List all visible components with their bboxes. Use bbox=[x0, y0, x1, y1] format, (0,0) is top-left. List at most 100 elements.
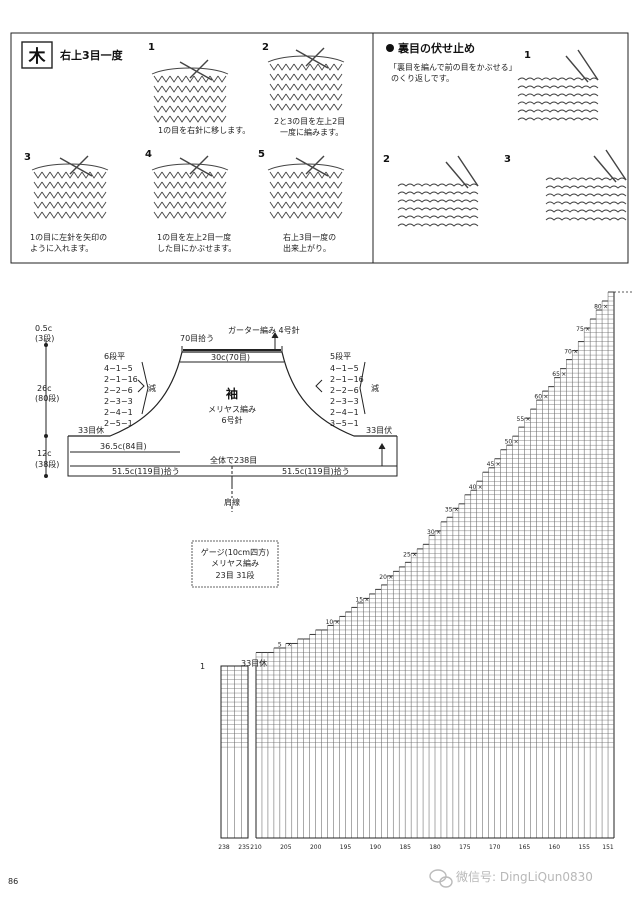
step-number: 1 bbox=[148, 42, 155, 53]
column-label: 185 bbox=[399, 844, 411, 851]
step-caption: 1の目を左上2目一度 bbox=[157, 232, 231, 242]
decrease-mark: × bbox=[573, 349, 578, 356]
step-number: 3 bbox=[24, 152, 31, 163]
chart-strip-border bbox=[220, 665, 249, 839]
svg-text:2−1−16: 2−1−16 bbox=[330, 375, 364, 384]
row-label: 15 bbox=[355, 596, 363, 603]
decrease-mark: × bbox=[585, 326, 590, 333]
column-label: 195 bbox=[340, 844, 352, 851]
k3tog-title: 右上3目一度 bbox=[59, 48, 124, 62]
top-pickup-label: 70目拾う bbox=[180, 333, 214, 343]
step-number: 1 bbox=[524, 50, 531, 61]
wechat-icon bbox=[429, 869, 453, 888]
page-number: 86 bbox=[8, 877, 18, 886]
needle-label: 6号針 bbox=[221, 415, 242, 425]
svg-text:2−4−1: 2−4−1 bbox=[104, 408, 133, 417]
knit-swatch-illustration bbox=[149, 155, 231, 227]
step-number: 2 bbox=[383, 154, 390, 165]
decrease-mark: × bbox=[561, 371, 566, 378]
step-caption: 出来上がり。 bbox=[283, 243, 331, 253]
row-label: 25 bbox=[403, 551, 411, 558]
decrease-mark: × bbox=[335, 619, 340, 626]
shoulder-line-label: 肩線 bbox=[224, 497, 240, 507]
left-decrease-table: 6段平 4−1−5 2−1−16 2−2−6 2−3−3 2−4−1 2−5−1… bbox=[104, 351, 156, 428]
step-number: 3 bbox=[504, 154, 511, 165]
bindoff-title: 裏目の伏せ止め bbox=[397, 41, 475, 55]
top-width-label: 30c(70目) bbox=[211, 353, 250, 362]
row-label: 20 bbox=[379, 574, 387, 581]
dim-label: (3段) bbox=[35, 333, 54, 343]
watermark: 微信号: DingLiQun0830 bbox=[429, 869, 593, 888]
svg-text:2−2−6: 2−2−6 bbox=[104, 386, 133, 395]
column-label: 151 bbox=[602, 844, 614, 851]
row-label: 50 bbox=[505, 439, 513, 446]
svg-text:4−1−5: 4−1−5 bbox=[330, 364, 359, 373]
decrease-mark: × bbox=[287, 641, 292, 648]
row-label: 30 bbox=[427, 529, 435, 536]
decrease-mark: × bbox=[496, 461, 501, 468]
bind-left-label: 33目休 bbox=[78, 425, 104, 435]
step-caption: した目にかぶせます。 bbox=[157, 244, 236, 253]
step-caption: 1の目を右針に移します。 bbox=[158, 125, 250, 135]
knit-swatch-illustration bbox=[265, 47, 347, 119]
technique-k3tog-right: 木 右上3目一度 1 1の目を右針に移します。 2 2と3の目を左上2目 一度に… bbox=[21, 41, 347, 253]
row-label: 80 bbox=[594, 304, 602, 311]
purl-swatch-illustration bbox=[545, 149, 627, 221]
row-label: 65 bbox=[552, 371, 560, 378]
bind-right-label: 33目伏 bbox=[366, 425, 392, 435]
column-label: 170 bbox=[489, 844, 501, 851]
knit-swatch-illustration bbox=[265, 155, 347, 227]
row-label: 5 bbox=[278, 641, 282, 648]
decrease-mark: × bbox=[412, 551, 417, 558]
column-label: 165 bbox=[519, 844, 531, 851]
fabric-label: メリヤス編み bbox=[208, 404, 256, 414]
column-label: 205 bbox=[280, 844, 292, 851]
decrease-mark: × bbox=[478, 484, 483, 491]
row-label: 40 bbox=[469, 484, 477, 491]
column-label: 200 bbox=[310, 844, 322, 851]
row-label: 35 bbox=[445, 506, 453, 513]
bindoff-desc: 「裏目を編んで前の目をかぶせる」 bbox=[389, 62, 517, 72]
step-caption: 一度に編みます。 bbox=[280, 127, 343, 137]
svg-text:2−2−6: 2−2−6 bbox=[330, 386, 359, 395]
column-label: 175 bbox=[459, 844, 471, 851]
decrease-mark: × bbox=[514, 439, 519, 446]
svg-text:4−1−5: 4−1−5 bbox=[104, 364, 133, 373]
column-label: 238 bbox=[218, 844, 230, 851]
dim-label: 12c bbox=[37, 449, 52, 458]
decrease-mark: × bbox=[526, 416, 531, 423]
sleeve-schematic bbox=[44, 332, 398, 512]
stitch-chart: 5×10×15×20×25×30×35×40×45×50×55×60×65×70… bbox=[218, 291, 632, 851]
decrease-mark: × bbox=[603, 304, 608, 311]
gauge-box: ゲージ(10cm四方) メリヤス編み 23目 31段 bbox=[191, 540, 279, 588]
technique-panel: 木 右上3目一度 1 1の目を右針に移します。 2 2と3の目を左上2目 一度に… bbox=[10, 32, 629, 264]
row-label: 70 bbox=[564, 349, 572, 356]
step-caption: ように入れます。 bbox=[30, 244, 93, 253]
pickup-right-label: 51.5c(119目)拾う bbox=[282, 466, 350, 476]
dim-label: (38段) bbox=[35, 459, 59, 469]
decrease-mark: × bbox=[436, 529, 441, 536]
svg-text:減: 減 bbox=[148, 383, 156, 393]
column-label: 210 bbox=[250, 844, 262, 851]
column-label: 180 bbox=[429, 844, 441, 851]
row-one-marker: 1 bbox=[200, 662, 205, 671]
bullet-icon bbox=[386, 44, 394, 52]
sleeve-schematic-labels: 0.5c (3段) 26c (80段) 12c (38段) 70目拾う ガーター… bbox=[35, 324, 392, 507]
svg-text:3−5−1: 3−5−1 bbox=[330, 419, 359, 428]
stitch-chart-labels: 1 33目休 bbox=[200, 658, 267, 671]
bindoff-desc: のくり返しです。 bbox=[391, 74, 454, 83]
step-caption: 2と3の目を左上2目 bbox=[274, 116, 345, 126]
row-label: 45 bbox=[487, 461, 495, 468]
row-label: 75 bbox=[576, 326, 584, 333]
row-label: 55 bbox=[517, 416, 525, 423]
technique-purl-bindoff: 裏目の伏せ止め 「裏目を編んで前の目をかぶせる」 のくり返しです。 1 2 3 bbox=[383, 41, 627, 227]
svg-text:2−1−16: 2−1−16 bbox=[104, 375, 138, 384]
sleeve-title: 袖 bbox=[226, 386, 238, 401]
knit-swatch-illustration bbox=[149, 59, 231, 131]
gauge-count: 23目 31段 bbox=[216, 570, 255, 580]
column-label: 235 bbox=[238, 844, 250, 851]
svg-text:5段平: 5段平 bbox=[330, 351, 351, 361]
row-label: 60 bbox=[534, 394, 542, 401]
edging-label: ガーター編み 4号針 bbox=[228, 325, 300, 335]
